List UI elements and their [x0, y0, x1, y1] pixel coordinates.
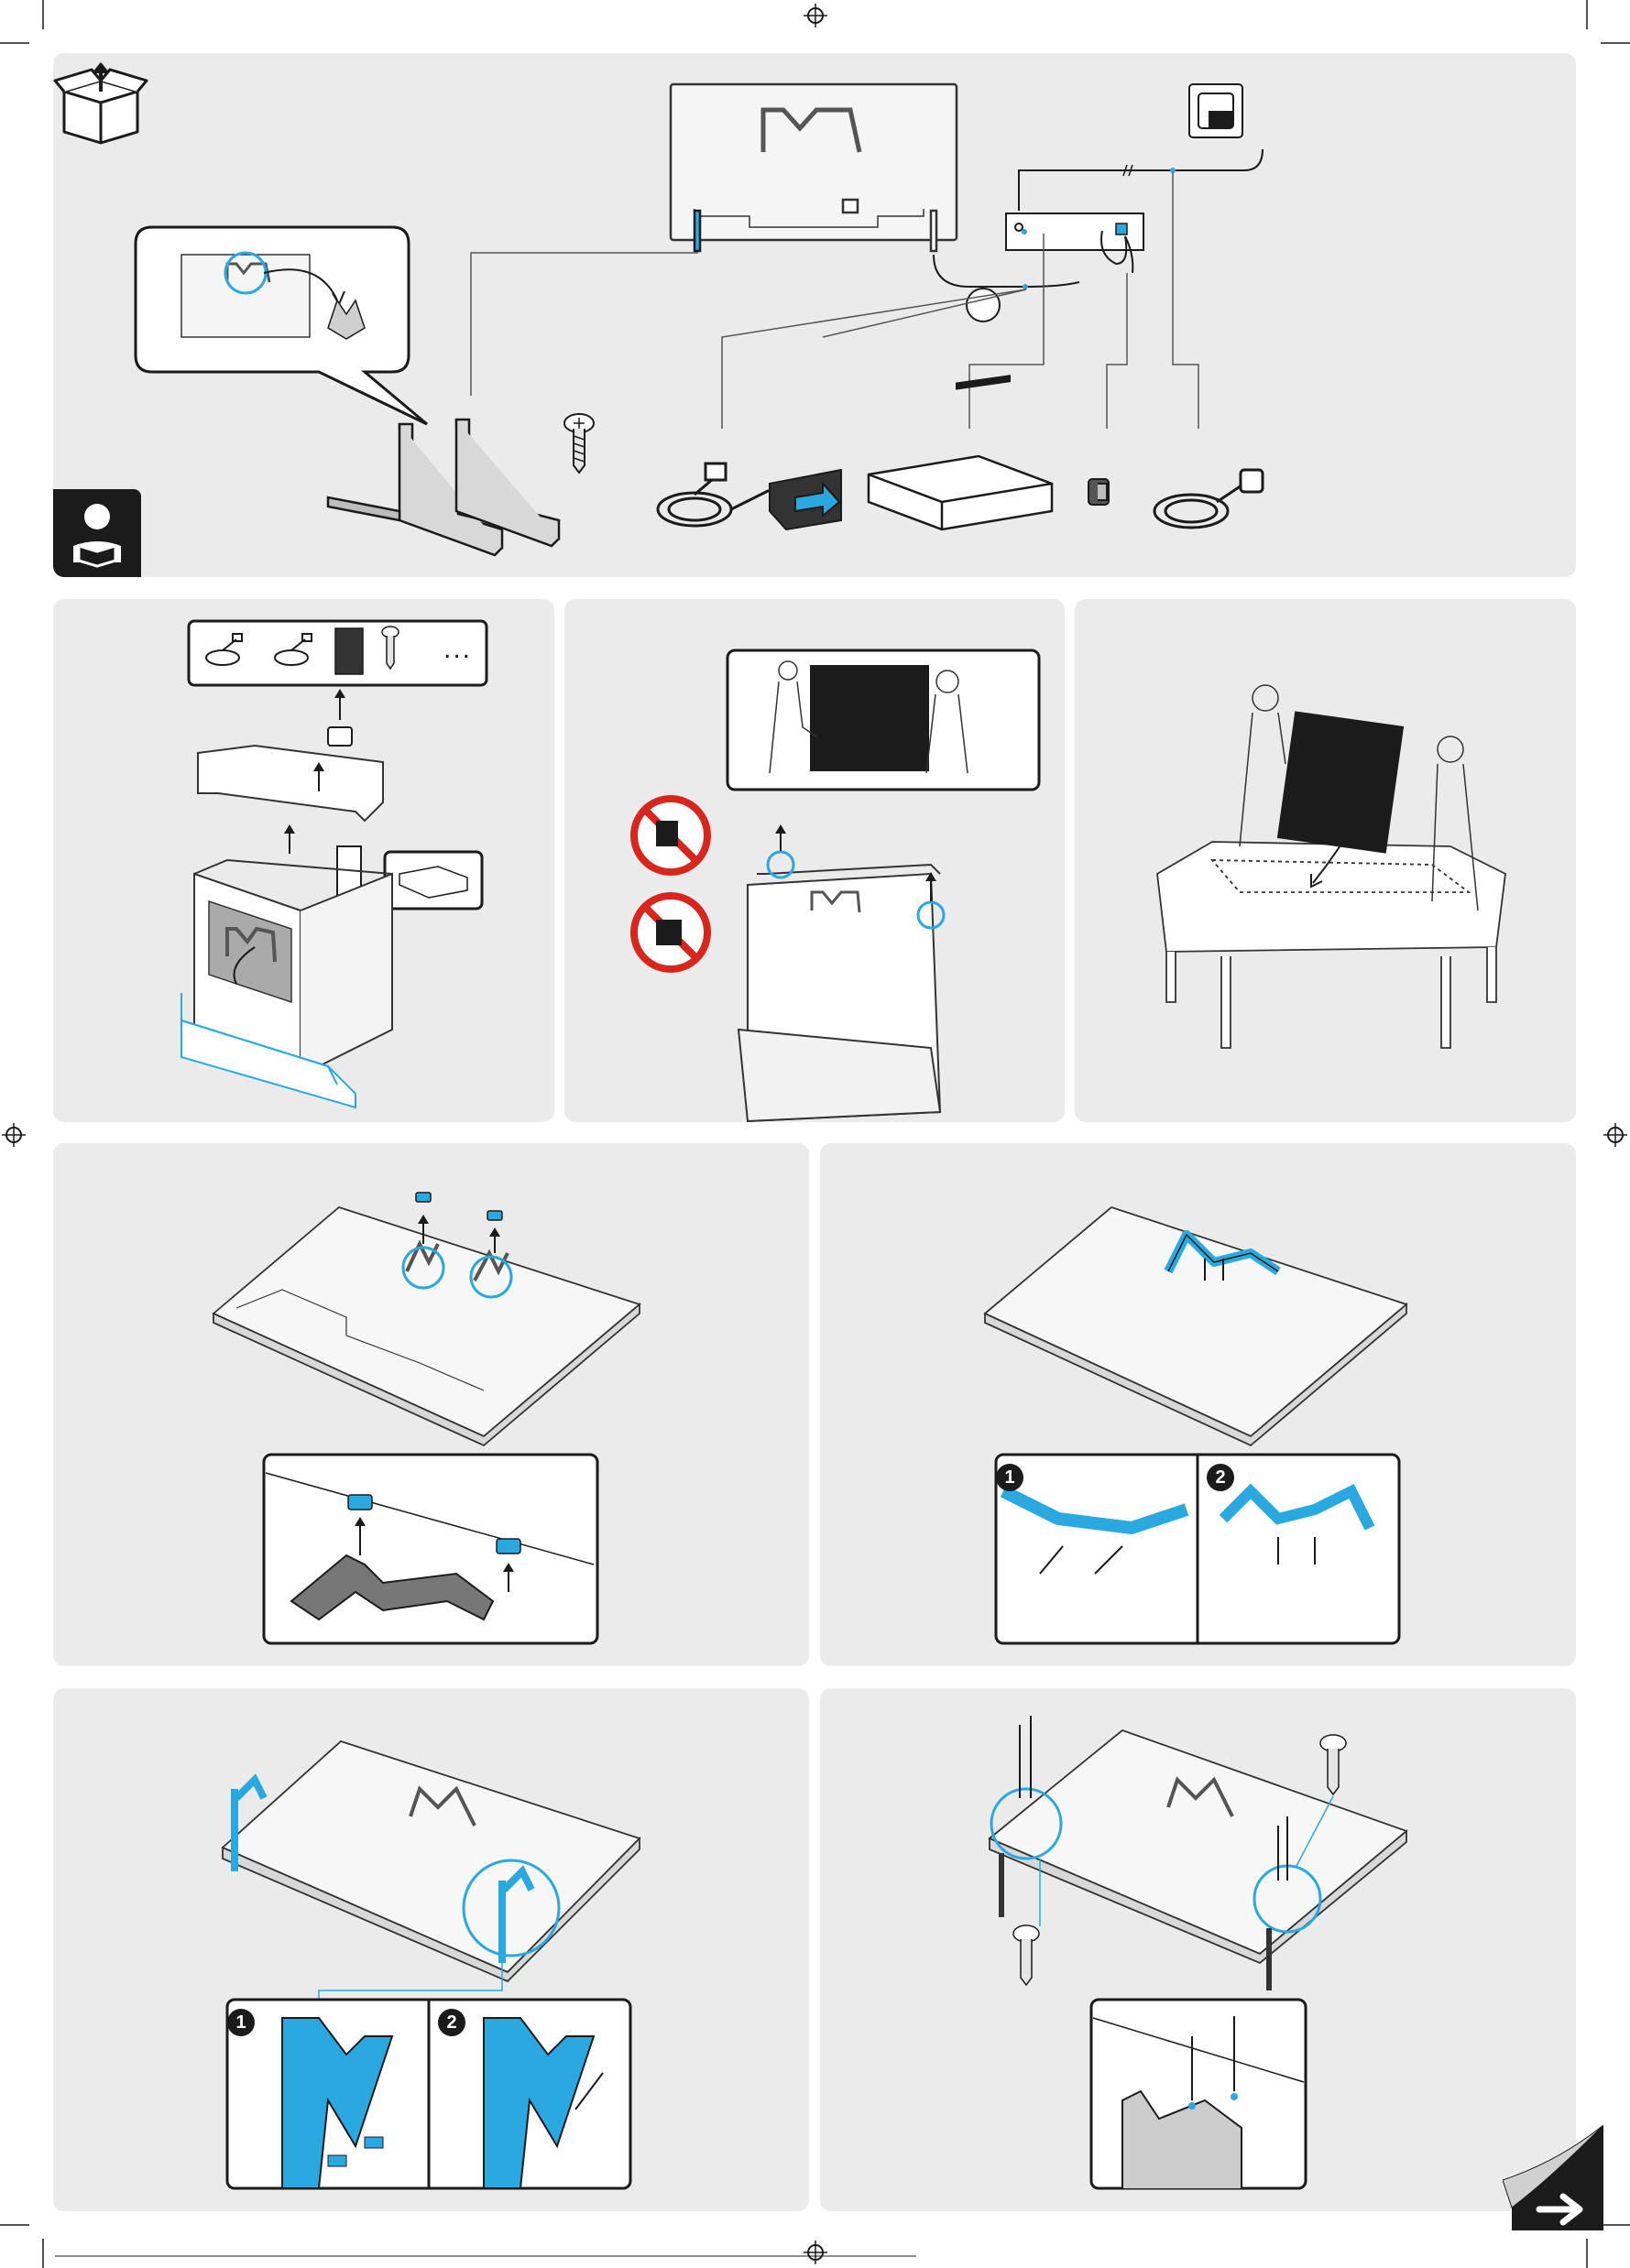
- next-page-arrow-icon[interactable]: [1503, 2125, 1603, 2230]
- attach-brace-illustration: [820, 1143, 1576, 1666]
- remove-caps-panel: [53, 1143, 809, 1666]
- table-illustration: [1075, 599, 1576, 1122]
- read-manual-icon: [53, 489, 141, 577]
- prohibit-press-screen-icon: [634, 896, 707, 969]
- step-number-brace-1: 1: [996, 1464, 1023, 1491]
- one-connect-box: [869, 375, 1052, 529]
- zoom-callout: [136, 227, 427, 424]
- remove-caps-illustration: [53, 1143, 809, 1666]
- screw-icon: [564, 414, 594, 473]
- overview-illustration: [53, 53, 1576, 577]
- cable-holder: [1088, 479, 1109, 505]
- step-number-leg-2: 2: [438, 2009, 465, 2036]
- one-connect-adapter: [770, 470, 841, 529]
- step-number-leg-1: 1: [227, 2009, 255, 2036]
- manual-booklet: [335, 628, 363, 674]
- unbox-illustration: [53, 599, 554, 1122]
- tv-back: [671, 84, 957, 251]
- wall-outlet: [1189, 84, 1242, 137]
- unbox-panel: ...: [53, 599, 554, 1122]
- overview-panel: [53, 53, 1576, 577]
- screw-legs-panel: [820, 1688, 1576, 2211]
- insert-legs-illustration: [53, 1688, 809, 2211]
- more-accessories-indicator: ...: [443, 636, 472, 663]
- step-number-brace-2: 2: [1207, 1464, 1234, 1491]
- one-connect-box-diagram: [1006, 149, 1263, 273]
- prohibit-touch-screen-icon: [634, 799, 707, 872]
- box-open-icon: [55, 64, 147, 143]
- insert-legs-panel: 1 2: [53, 1688, 809, 2211]
- lift-illustration: [564, 599, 1065, 1122]
- attach-brace-panel: 1 2: [820, 1143, 1576, 1666]
- screw-legs-illustration: [820, 1688, 1576, 2211]
- power-cord: [1154, 470, 1263, 528]
- table-panel: [1075, 599, 1576, 1122]
- lift-panel: [564, 599, 1065, 1122]
- stand-legs: [328, 420, 559, 555]
